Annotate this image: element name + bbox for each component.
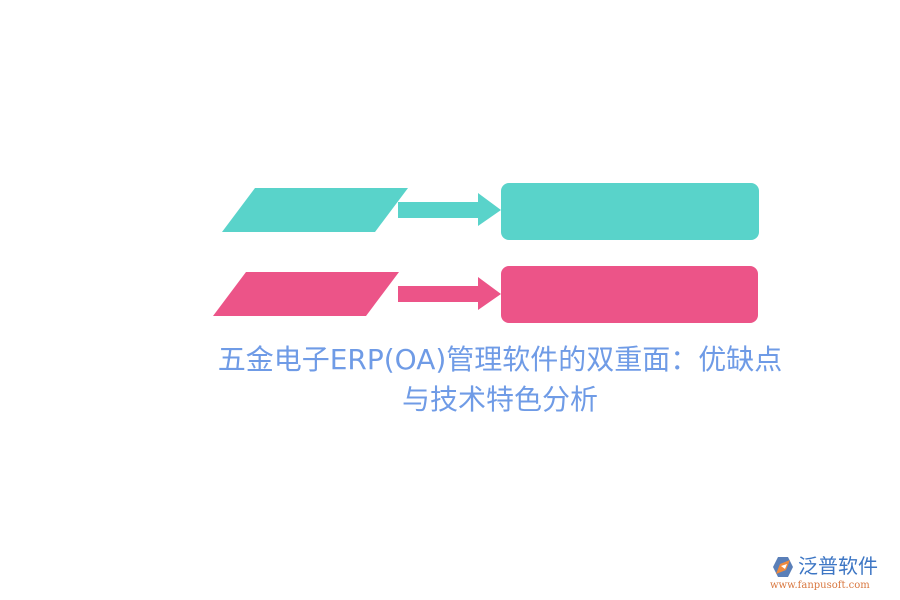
arrow-right-icon-2 [398,277,501,310]
arrow-right-icon-1 [398,193,501,226]
fanpu-logo-icon [773,557,793,577]
output-box-1 [501,183,759,240]
input-parallelogram-1 [222,188,408,232]
title-line-1: 五金电子ERP(OA)管理软件的双重面：优缺点 [217,343,783,376]
input-parallelogram-2 [213,272,399,316]
brand-url: www.fanpusoft.com [770,580,870,591]
brand-name: 泛普软件 [798,554,878,578]
brand-logo: 泛普软件 www.fanpusoft.com [768,552,898,598]
title-line-2: 与技术特色分析 [401,383,598,416]
page-title: 五金电子ERP(OA)管理软件的双重面：优缺点 与技术特色分析 [170,340,830,420]
output-box-2 [501,266,758,323]
